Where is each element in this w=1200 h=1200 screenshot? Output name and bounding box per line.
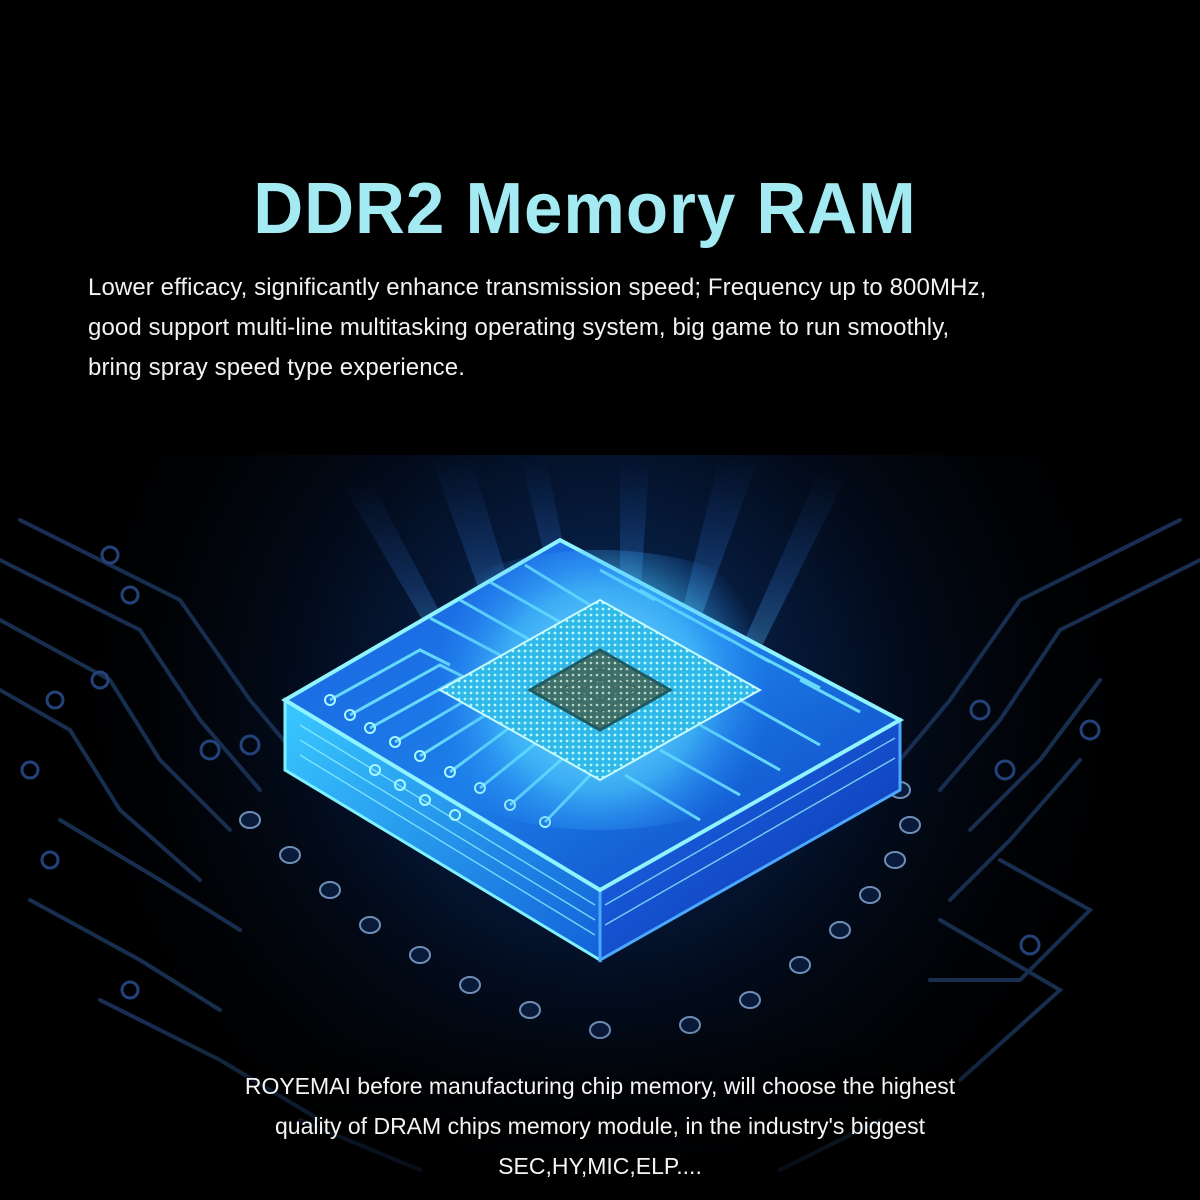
manufacturing-caption: ROYEMAI before manufacturing chip memory… <box>0 1066 1200 1186</box>
microchip-icon <box>0 455 1200 1200</box>
caption-line: ROYEMAI before manufacturing chip memory… <box>244 1073 956 1099</box>
feature-description: Lower efficacy, significantly enhance tr… <box>88 268 1188 388</box>
description-line: Lower efficacy, significantly enhance tr… <box>88 274 987 301</box>
page-title: DDR2 Memory RAM <box>253 169 917 250</box>
caption-line: quality of DRAM chips memory module, in … <box>275 1113 925 1139</box>
caption-line: SEC,HY,MIC,ELP.... <box>498 1153 702 1179</box>
chip-hero-image <box>0 455 1200 1200</box>
description-line: bring spray speed type experience. <box>88 354 465 381</box>
description-line: good support multi-line multitasking ope… <box>88 314 950 341</box>
